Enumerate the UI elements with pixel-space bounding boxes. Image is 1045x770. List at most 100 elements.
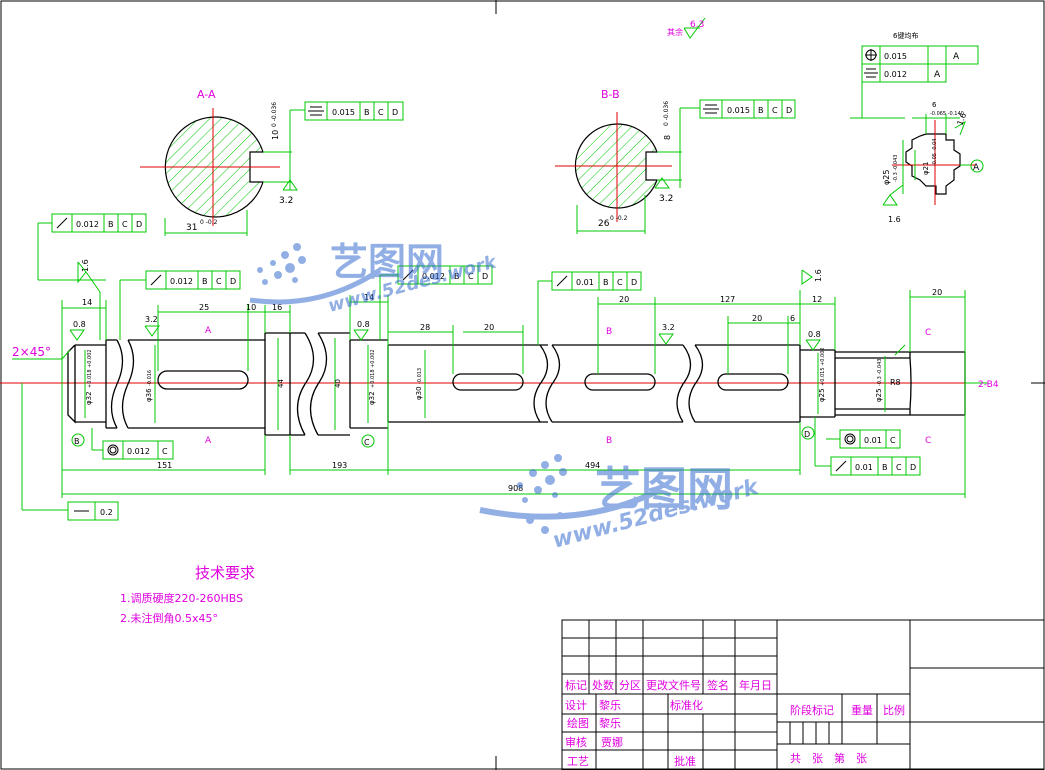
- svg-text:0 -0.036: 0 -0.036: [663, 101, 670, 126]
- svg-text:6: 6: [790, 314, 795, 323]
- svg-text:-0.016: -0.016: [147, 370, 153, 386]
- svg-text:D: D: [910, 463, 916, 472]
- svg-text:C: C: [216, 277, 222, 286]
- svg-text:其余: 其余: [667, 27, 683, 37]
- svg-text:C: C: [162, 447, 168, 456]
- fcf-circularity-2: 0.01 C: [826, 429, 901, 449]
- svg-text:D: D: [804, 430, 810, 439]
- section-bb-view: B-B 26 0 -0.2 8 0 -0.036 3.2 0.015 B C D: [555, 88, 796, 234]
- svg-text:艺图网: 艺图网: [595, 462, 733, 516]
- svg-text:20: 20: [932, 288, 942, 297]
- diameter-texts: φ32 +0.018 +0.002 φ36 -0.016 44 40 φ32 +…: [85, 347, 883, 405]
- svg-text:C: C: [468, 272, 474, 281]
- svg-text:R8: R8: [890, 378, 901, 387]
- svg-text:B: B: [758, 106, 764, 115]
- fcf-runout-5: 0.01 B C D: [814, 417, 921, 476]
- chamfer-note: 2×45°: [12, 345, 51, 359]
- svg-text:φ32: φ32: [85, 391, 93, 405]
- svg-text:C: C: [378, 108, 384, 117]
- section-marks: A A B B C C: [205, 326, 931, 446]
- svg-text:签名: 签名: [707, 678, 729, 692]
- svg-text:-0.05 -0.04: -0.05 -0.04: [932, 139, 938, 166]
- svg-text:10: 10: [271, 130, 280, 140]
- general-roughness: 其余 6.3: [667, 17, 706, 39]
- svg-text:B: B: [454, 272, 460, 281]
- svg-text:标记: 标记: [565, 678, 587, 692]
- svg-text:B: B: [74, 437, 80, 446]
- svg-text:-0.065 -0.140: -0.065 -0.140: [930, 111, 964, 117]
- svg-text:0.01: 0.01: [864, 436, 882, 445]
- svg-text:φ30: φ30: [415, 386, 423, 400]
- fcf-circularity-1: 0.012 C: [91, 428, 174, 460]
- svg-text:D: D: [786, 106, 792, 115]
- svg-text:D: D: [136, 220, 142, 229]
- svg-text:B: B: [606, 327, 612, 337]
- svg-text:20: 20: [484, 323, 494, 332]
- title-block: [561, 619, 1045, 770]
- svg-text:10: 10: [246, 303, 256, 312]
- view-label: 2-B4: [978, 380, 999, 390]
- svg-text:贾娜: 贾娜: [601, 735, 623, 749]
- svg-text:C: C: [896, 463, 902, 472]
- svg-text:1.6: 1.6: [955, 112, 968, 127]
- svg-text:16: 16: [272, 303, 282, 312]
- spline-outline: [905, 133, 961, 195]
- svg-text:3.2: 3.2: [662, 323, 675, 332]
- svg-text:+0.018 +0.002: +0.018 +0.002: [87, 349, 93, 388]
- svg-text:分区: 分区: [619, 679, 641, 692]
- svg-text:φ32: φ32: [368, 391, 376, 405]
- svg-text:14: 14: [364, 293, 374, 302]
- tech-requirements: 技术要求 1.调质硬度220-260HBS 2.未注倒角0.5x45°: [120, 564, 255, 625]
- svg-text:φ36: φ36: [145, 388, 153, 402]
- svg-text:0.012: 0.012: [422, 272, 445, 281]
- keyways: [157, 370, 789, 391]
- svg-text:20: 20: [619, 295, 629, 304]
- svg-text:黎乐: 黎乐: [599, 716, 621, 730]
- svg-text:工艺: 工艺: [567, 755, 589, 768]
- section-aa-label: A-A: [197, 88, 216, 101]
- svg-text:40: 40: [334, 379, 342, 388]
- svg-text:B: B: [603, 278, 609, 287]
- svg-text:0.01: 0.01: [576, 278, 594, 287]
- svg-text:C: C: [122, 220, 128, 229]
- svg-text:+0.015 +0.002: +0.015 +0.002: [820, 347, 826, 386]
- svg-text:C: C: [925, 328, 931, 338]
- fcf-runout-1: 0.012 B C D: [37, 213, 147, 281]
- svg-text:D: D: [482, 272, 488, 281]
- svg-text:6: 6: [932, 101, 937, 109]
- svg-text:-0.3 -0.043: -0.3 -0.043: [893, 155, 899, 182]
- section-bb-label: B-B: [601, 88, 620, 101]
- svg-text:6.3: 6.3: [690, 20, 704, 30]
- svg-text:B: B: [882, 463, 888, 472]
- svg-text:1.6: 1.6: [888, 215, 901, 224]
- svg-text:φ25: φ25: [818, 388, 826, 402]
- fcf-runout-2: 0.012 B C D: [119, 270, 241, 340]
- svg-text:0.015: 0.015: [884, 52, 907, 61]
- svg-text:B: B: [202, 277, 208, 286]
- svg-text:0.012: 0.012: [170, 277, 193, 286]
- svg-text:0.015: 0.015: [727, 106, 750, 115]
- svg-text:0 -0.2: 0 -0.2: [200, 219, 218, 226]
- svg-text:C: C: [925, 436, 931, 446]
- svg-text:494: 494: [585, 461, 600, 470]
- svg-text:φ25: φ25: [875, 388, 883, 402]
- roughness-texts: 0.8 3.2 0.8 3.2 0.8 1.6 1.6 R8: [73, 259, 901, 387]
- svg-text:0 -0.036: 0 -0.036: [271, 102, 278, 127]
- svg-text:批准: 批准: [674, 754, 696, 768]
- svg-text:阶段标记: 阶段标记: [790, 703, 834, 717]
- tech-req-title: 技术要求: [195, 564, 255, 582]
- svg-text:A: A: [205, 436, 212, 446]
- svg-text:处数: 处数: [592, 679, 614, 692]
- svg-text:151: 151: [157, 461, 172, 470]
- fcf-runout-3: 0.012 B C D: [379, 265, 493, 340]
- dimension-texts: 14 25 10 16 14 28 20 20 127 20 6 12 20 1…: [82, 288, 942, 493]
- tech-req-item: 1.调质硬度220-260HBS: [120, 591, 243, 605]
- svg-text:A: A: [973, 163, 980, 173]
- svg-text:C: C: [772, 106, 778, 115]
- svg-text:C: C: [890, 436, 896, 445]
- svg-text:12: 12: [812, 295, 822, 304]
- svg-text:0.8: 0.8: [808, 330, 821, 339]
- svg-text:3.2: 3.2: [659, 194, 673, 204]
- svg-text:0.012: 0.012: [127, 447, 150, 456]
